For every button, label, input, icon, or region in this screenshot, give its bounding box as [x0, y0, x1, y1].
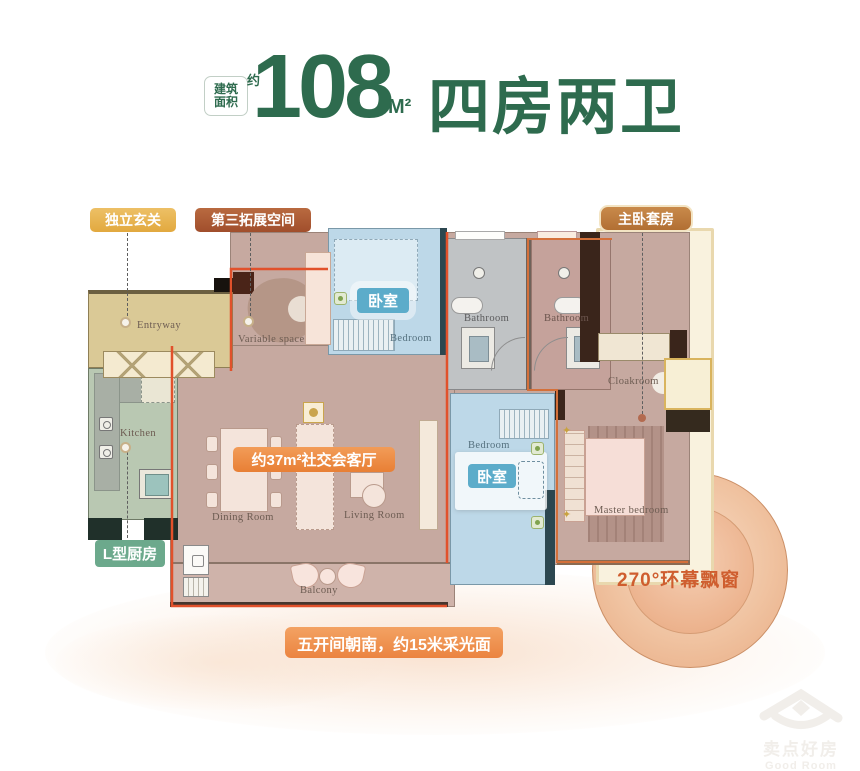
compass-star-icon: ✦	[562, 425, 572, 437]
display-cabinet	[305, 252, 331, 345]
bay-window-caption: 270°环幕飘窗	[617, 570, 741, 591]
area-approx-label: 约	[247, 73, 261, 88]
plant-icon	[531, 516, 544, 529]
label-kitchen: Kitchen	[120, 428, 157, 439]
wall-block	[555, 390, 565, 420]
door-arc	[491, 337, 525, 371]
watermark-cn: 卖点好房	[763, 740, 839, 759]
leader-dot	[120, 442, 131, 453]
stove-icon	[99, 445, 113, 459]
watermark-logo-icon	[759, 688, 843, 729]
ottoman-icon	[362, 484, 386, 508]
wall-block	[144, 518, 178, 540]
label-bathroom-right: Bathroom	[544, 313, 590, 324]
wall-block	[440, 228, 447, 355]
watermark-en: Good Room	[765, 760, 837, 771]
cabinet-slats-icon	[183, 577, 209, 597]
plant-icon	[531, 442, 544, 455]
badge-third-expansion-space: 第三拓展空间	[195, 208, 311, 232]
plant-icon	[334, 292, 347, 305]
area-value: 108	[252, 37, 394, 137]
page-title: 四房两卫	[428, 73, 685, 142]
chair-icon	[206, 492, 218, 508]
basin-icon	[558, 267, 570, 279]
label-balcony: Balcony	[300, 585, 338, 596]
toilet-icon	[461, 327, 495, 369]
wall-block	[670, 330, 687, 361]
wall-block	[170, 602, 448, 607]
badge-independent-entry: 独立玄关	[90, 208, 176, 232]
area-prefix-line2: 面积	[213, 95, 238, 109]
wall-art-icon	[303, 402, 324, 423]
wall-block	[526, 238, 531, 390]
badge-south-facing: 五开间朝南，约15米采光面	[285, 627, 503, 658]
cloakroom-wardrobe-icon	[598, 333, 670, 361]
badge-bedroom-bottom: 卧室	[468, 464, 516, 488]
label-dining-room: Dining Room	[212, 512, 274, 523]
label-cloakroom: Cloakroom	[608, 376, 659, 387]
label-master-bedroom: Master bedroom	[594, 505, 669, 516]
badge-bedroom-top: 卧室	[357, 288, 409, 313]
label-bedroom-top: Bedroom	[390, 333, 432, 344]
wall-block	[666, 410, 710, 432]
area-prefix-box: 建筑 面积	[204, 76, 248, 116]
leader-line	[250, 233, 251, 316]
window-icon	[455, 231, 505, 240]
label-variable-space: Variable space	[238, 334, 305, 345]
badge-social-living-room: 约37m²社交会客厅	[233, 447, 395, 472]
leader-line	[127, 233, 128, 316]
sofa-long-icon	[296, 424, 334, 530]
wall-block	[583, 333, 598, 361]
chair-icon	[206, 464, 218, 480]
stove-icon	[99, 417, 113, 431]
wall-block	[88, 518, 122, 540]
label-entryway: Entryway	[137, 320, 182, 331]
balcony-table-icon	[319, 568, 336, 585]
entry-cabinet	[103, 351, 215, 378]
label-bathroom-left: Bathroom	[464, 313, 510, 324]
leader-dot	[120, 317, 131, 328]
badge-l-shaped-kitchen: L型厨房	[95, 540, 165, 567]
tv-cabinet-icon	[419, 420, 438, 530]
room-bathroom-left	[446, 238, 531, 390]
bay-window-box	[664, 358, 712, 410]
bed-outline-icon	[518, 461, 544, 499]
wardrobe-icon	[499, 409, 549, 439]
wall-block	[214, 278, 233, 292]
room-kitchen	[88, 368, 178, 520]
leader-dot-brown	[638, 414, 646, 422]
kitchen-sink-icon	[139, 469, 173, 499]
kitchen-counter-left	[94, 373, 120, 491]
door-arc	[534, 337, 568, 371]
washer-icon	[183, 545, 209, 575]
leader-line	[127, 452, 128, 538]
compass-star-icon: ✦	[562, 509, 572, 521]
badge-master-suite: 主卧套房	[599, 205, 693, 232]
area-unit: M²	[388, 96, 412, 118]
leader-dot	[243, 316, 254, 327]
area-prefix-line1: 建筑	[213, 82, 238, 96]
watermark: 卖点好房 Good Room	[742, 686, 860, 771]
bathtub-icon	[451, 297, 483, 314]
chair-icon	[206, 436, 218, 452]
wardrobe-icon	[333, 319, 395, 351]
label-bedroom-bottom: Bedroom	[468, 440, 510, 451]
chair-icon	[270, 492, 282, 508]
window-icon	[537, 231, 577, 240]
basin-icon	[473, 267, 485, 279]
label-living-room: Living Room	[344, 510, 405, 521]
